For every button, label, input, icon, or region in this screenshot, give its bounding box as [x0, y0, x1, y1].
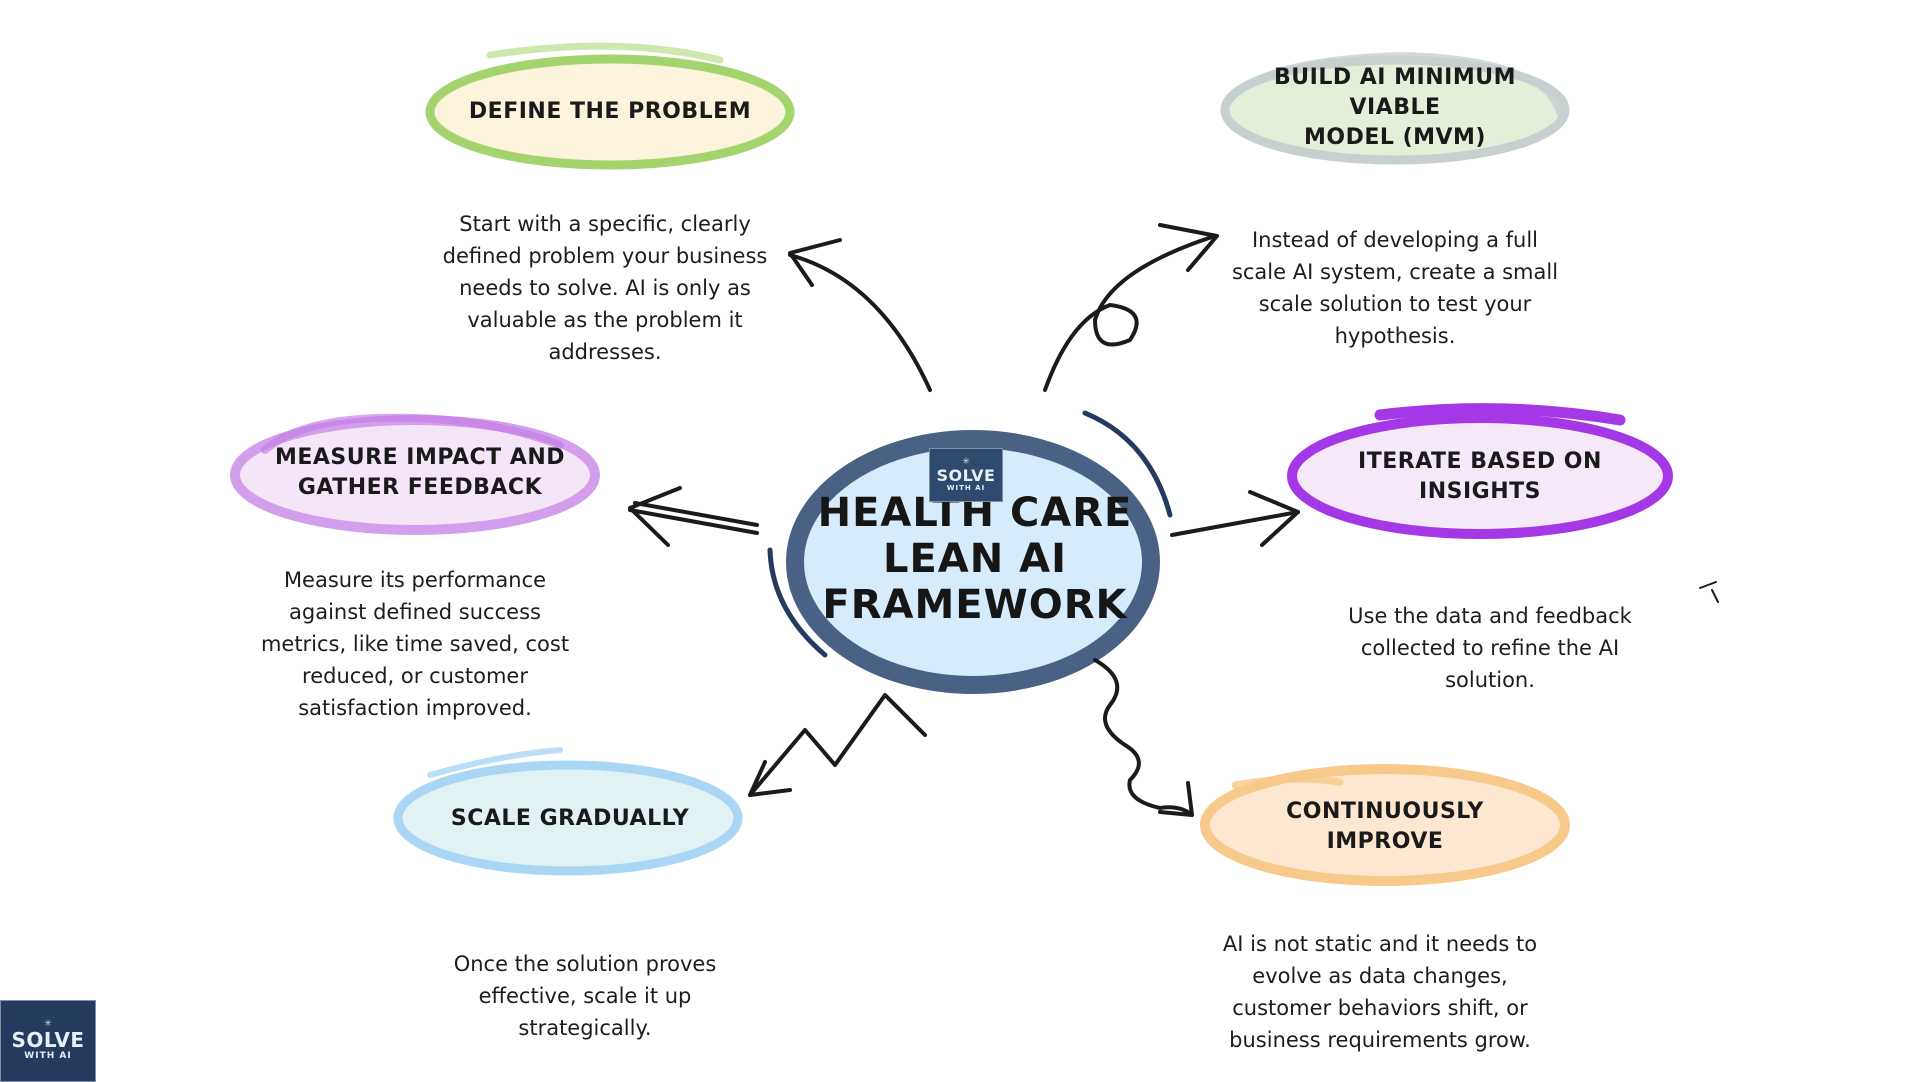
center-badge-sub: WITH AI: [946, 483, 986, 492]
description-improve: AI is not static and it needs to evolve …: [1222, 932, 1538, 1052]
node-ellipse-improve: [1200, 764, 1570, 886]
node-scribble-iterate: [1374, 403, 1626, 426]
node-label-build: BUILD AI MINIMUM VIABLE MODEL (MVM): [1274, 65, 1516, 150]
description-define: Start with a specific, clearly defined p…: [442, 212, 768, 364]
description-iterate: Use the data and feedback collected to r…: [1348, 604, 1632, 692]
node-ellipse-scale: [393, 760, 743, 876]
description-measure: Measure its performance against defined …: [260, 568, 570, 720]
node-ellipse-define: [425, 54, 795, 170]
node-label-improve: CONTINUOUSLY IMPROVE: [1286, 799, 1484, 854]
corner-logo-sub: WITH AI: [24, 1051, 72, 1061]
arrow-to-define: [788, 238, 932, 392]
description-scale: Once the solution proves effective, scal…: [453, 952, 717, 1040]
node-label-scale: SCALE GRADUALLY: [450, 806, 690, 831]
center-title-line-2: LEAN AI: [882, 536, 1067, 582]
description-build: Instead of developing a full scale AI sy…: [1231, 228, 1559, 348]
node-ellipse-iterate: [1287, 413, 1673, 539]
corner-logo: ✳ SOLVE WITH AI: [0, 1000, 96, 1082]
arrow-to-improve: [1093, 658, 1194, 817]
arrow-to-iterate: [1170, 490, 1300, 547]
node-label-measure: MEASURE IMPACT AND GATHER FEEDBACK: [274, 445, 565, 500]
arrow-to-measure: [628, 486, 759, 547]
center-logo-badge: ✳ SOLVE WITH AI: [929, 448, 1003, 502]
center-ellipse: [786, 430, 1160, 694]
center-accent-right: [1082, 410, 1173, 518]
connector-arrows: [628, 223, 1719, 817]
node-label-iterate: ITERATE BASED ON INSIGHTS: [1358, 449, 1602, 504]
node-scribble-define: [486, 42, 724, 64]
center-badge-main: SOLVE: [936, 465, 996, 485]
center-node: [767, 410, 1173, 694]
arrow-to-build: [1043, 223, 1219, 392]
center-title: HEALTH CARE LEAN AI FRAMEWORK: [810, 490, 1140, 628]
node-scribble-improve: [1231, 775, 1344, 789]
node-scribble-scale: [427, 747, 563, 778]
node-scribble-measure: [261, 413, 564, 454]
center-title-line-3: FRAMEWORK: [822, 582, 1128, 628]
logo-star-icon: ✳: [44, 1019, 52, 1029]
arrow-stray-mark: [1699, 581, 1719, 603]
node-shapes: [230, 42, 1673, 886]
node-label-define: DEFINE THE PROBLEM: [468, 99, 752, 124]
badge-star-icon: ✳: [962, 456, 970, 467]
corner-logo-main: SOLVE: [11, 1028, 85, 1052]
center-accent-left: [767, 547, 828, 658]
node-scribble-build: [1222, 51, 1563, 118]
arrow-to-scale: [748, 693, 927, 797]
